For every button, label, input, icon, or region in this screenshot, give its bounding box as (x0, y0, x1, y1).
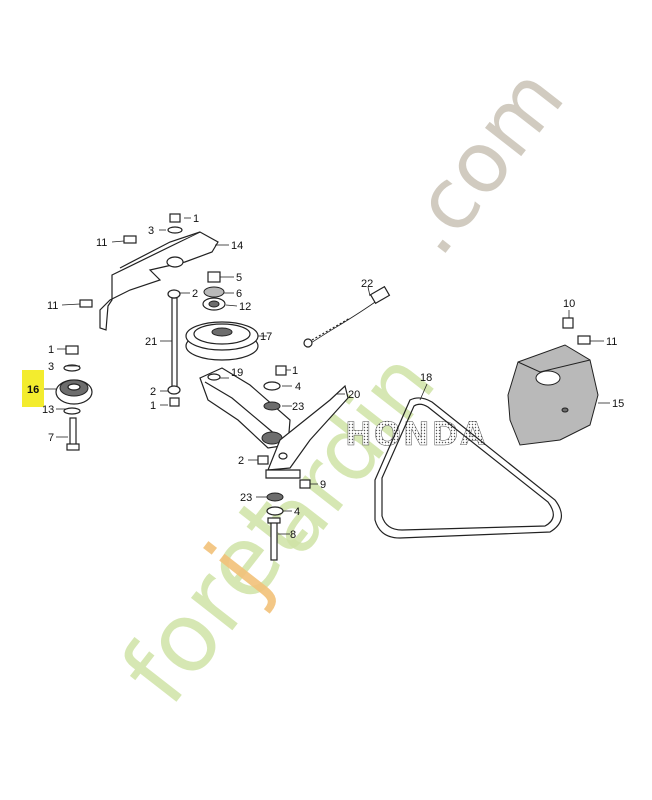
part-17-pulley (185, 321, 259, 361)
part-20-bracket (265, 384, 349, 479)
hardware-center (257, 365, 311, 561)
callout-1: 1 (150, 400, 156, 412)
callout-11: 11 (606, 336, 617, 348)
hardware-upper-guard (79, 213, 183, 308)
part-18-v-belt (374, 397, 562, 539)
callout-16: 16 (27, 384, 39, 396)
callout-19: 19 (231, 367, 243, 379)
callout-8: 8 (290, 529, 296, 541)
watermark-com: .com (379, 50, 583, 273)
callout-14: 14 (231, 240, 243, 252)
leader-lines (44, 217, 610, 535)
honda-brand-mark: HONDA (345, 415, 487, 453)
part-21-shaft (167, 289, 181, 407)
hardware-right (562, 317, 591, 345)
callout-11: 11 (96, 237, 107, 249)
part-19-tension-arm (199, 367, 291, 449)
callout-17: 17 (260, 331, 272, 343)
callout-22: 22 (361, 278, 373, 290)
callout-9: 9 (320, 479, 326, 491)
callout-4: 4 (294, 506, 300, 518)
callout-labels: 1 3 11 14 5 2 6 11 12 21 17 1 3 16 13 7 … (27, 213, 624, 541)
callout-4: 4 (295, 381, 301, 393)
parts-5-6-12-stack (202, 271, 226, 311)
callout-1: 1 (48, 344, 54, 356)
callout-11: 11 (47, 300, 58, 312)
callout-23: 23 (240, 492, 252, 504)
callout-12: 12 (239, 301, 251, 313)
part-14-belt-guard (99, 231, 219, 331)
part-16-idler-pulley (55, 345, 93, 451)
callout-2: 2 (150, 386, 156, 398)
callout-3: 3 (48, 361, 54, 373)
callout-1: 1 (292, 365, 298, 377)
callout-5: 5 (236, 272, 242, 284)
callout-13: 13 (42, 404, 54, 416)
callout-3: 3 (148, 225, 154, 237)
callout-1: 1 (193, 213, 199, 225)
callout-7: 7 (48, 432, 54, 444)
callout-23: 23 (292, 401, 304, 413)
callout-2: 2 (238, 455, 244, 467)
part-22-spring-cable (303, 285, 391, 348)
callout-15: 15 (612, 398, 624, 410)
part-15-pulley-cover (507, 344, 599, 446)
callout-21: 21 (145, 336, 157, 348)
highlight-part-16 (22, 370, 44, 407)
callout-18: 18 (420, 372, 432, 384)
callout-6: 6 (236, 288, 242, 300)
callout-2: 2 (192, 288, 198, 300)
callout-10: 10 (563, 298, 575, 310)
callout-20: 20 (348, 389, 360, 401)
